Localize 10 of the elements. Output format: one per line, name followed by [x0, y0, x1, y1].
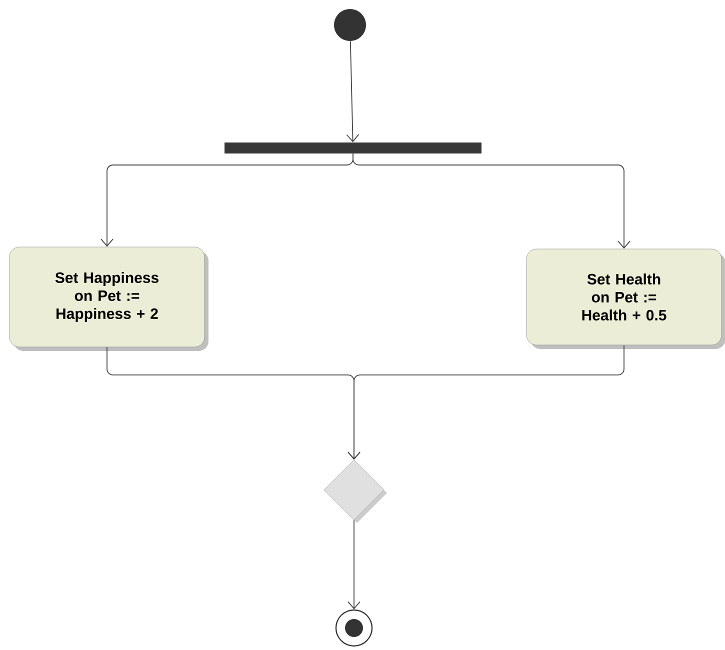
- arrow: [346, 40, 360, 142]
- initial-node: [334, 9, 366, 41]
- final-node: [335, 609, 373, 647]
- action-box: Set Health on Pet := Health + 0.5: [526, 248, 725, 349]
- arrow: [348, 520, 360, 610]
- fork-bar: [224, 142, 482, 154]
- action-box: Set Happiness on Pet := Happiness + 2: [9, 246, 208, 351]
- arrow: [348, 344, 624, 460]
- decision-diamond: [324, 460, 387, 523]
- arrow: [352, 153, 630, 249]
